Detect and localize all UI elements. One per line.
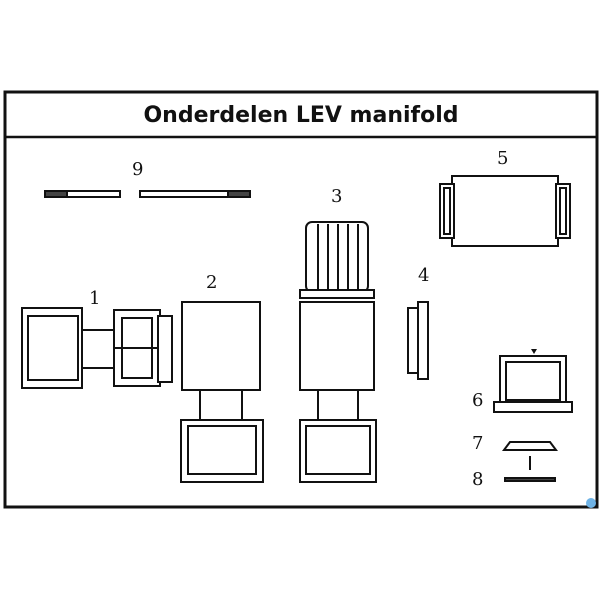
label-part-5: 5 bbox=[497, 148, 508, 169]
label-part-7: 7 bbox=[472, 433, 483, 454]
label-part-9: 9 bbox=[132, 159, 143, 180]
part-6-cap bbox=[493, 355, 573, 413]
part-3-valve bbox=[299, 221, 377, 483]
part-2-body bbox=[180, 301, 264, 483]
part-1-connector bbox=[21, 307, 173, 389]
label-part-6: 6 bbox=[472, 390, 483, 411]
label-part-4: 4 bbox=[418, 265, 429, 286]
label-part-8: 8 bbox=[472, 469, 483, 490]
part-6-pointer bbox=[531, 349, 537, 354]
corner-dot bbox=[586, 498, 596, 508]
label-part-3: 3 bbox=[331, 186, 342, 207]
part-7-washer bbox=[502, 441, 558, 470]
diagram-title: Onderdelen LEV manifold bbox=[143, 103, 459, 128]
part-9-rods bbox=[44, 190, 251, 198]
label-part-2: 2 bbox=[206, 272, 217, 293]
part-5-cylinder bbox=[439, 175, 571, 247]
part-4-clip bbox=[407, 301, 429, 380]
diagram-frame bbox=[3, 90, 599, 509]
label-part-1: 1 bbox=[89, 288, 100, 309]
part-8-gasket bbox=[504, 477, 556, 482]
